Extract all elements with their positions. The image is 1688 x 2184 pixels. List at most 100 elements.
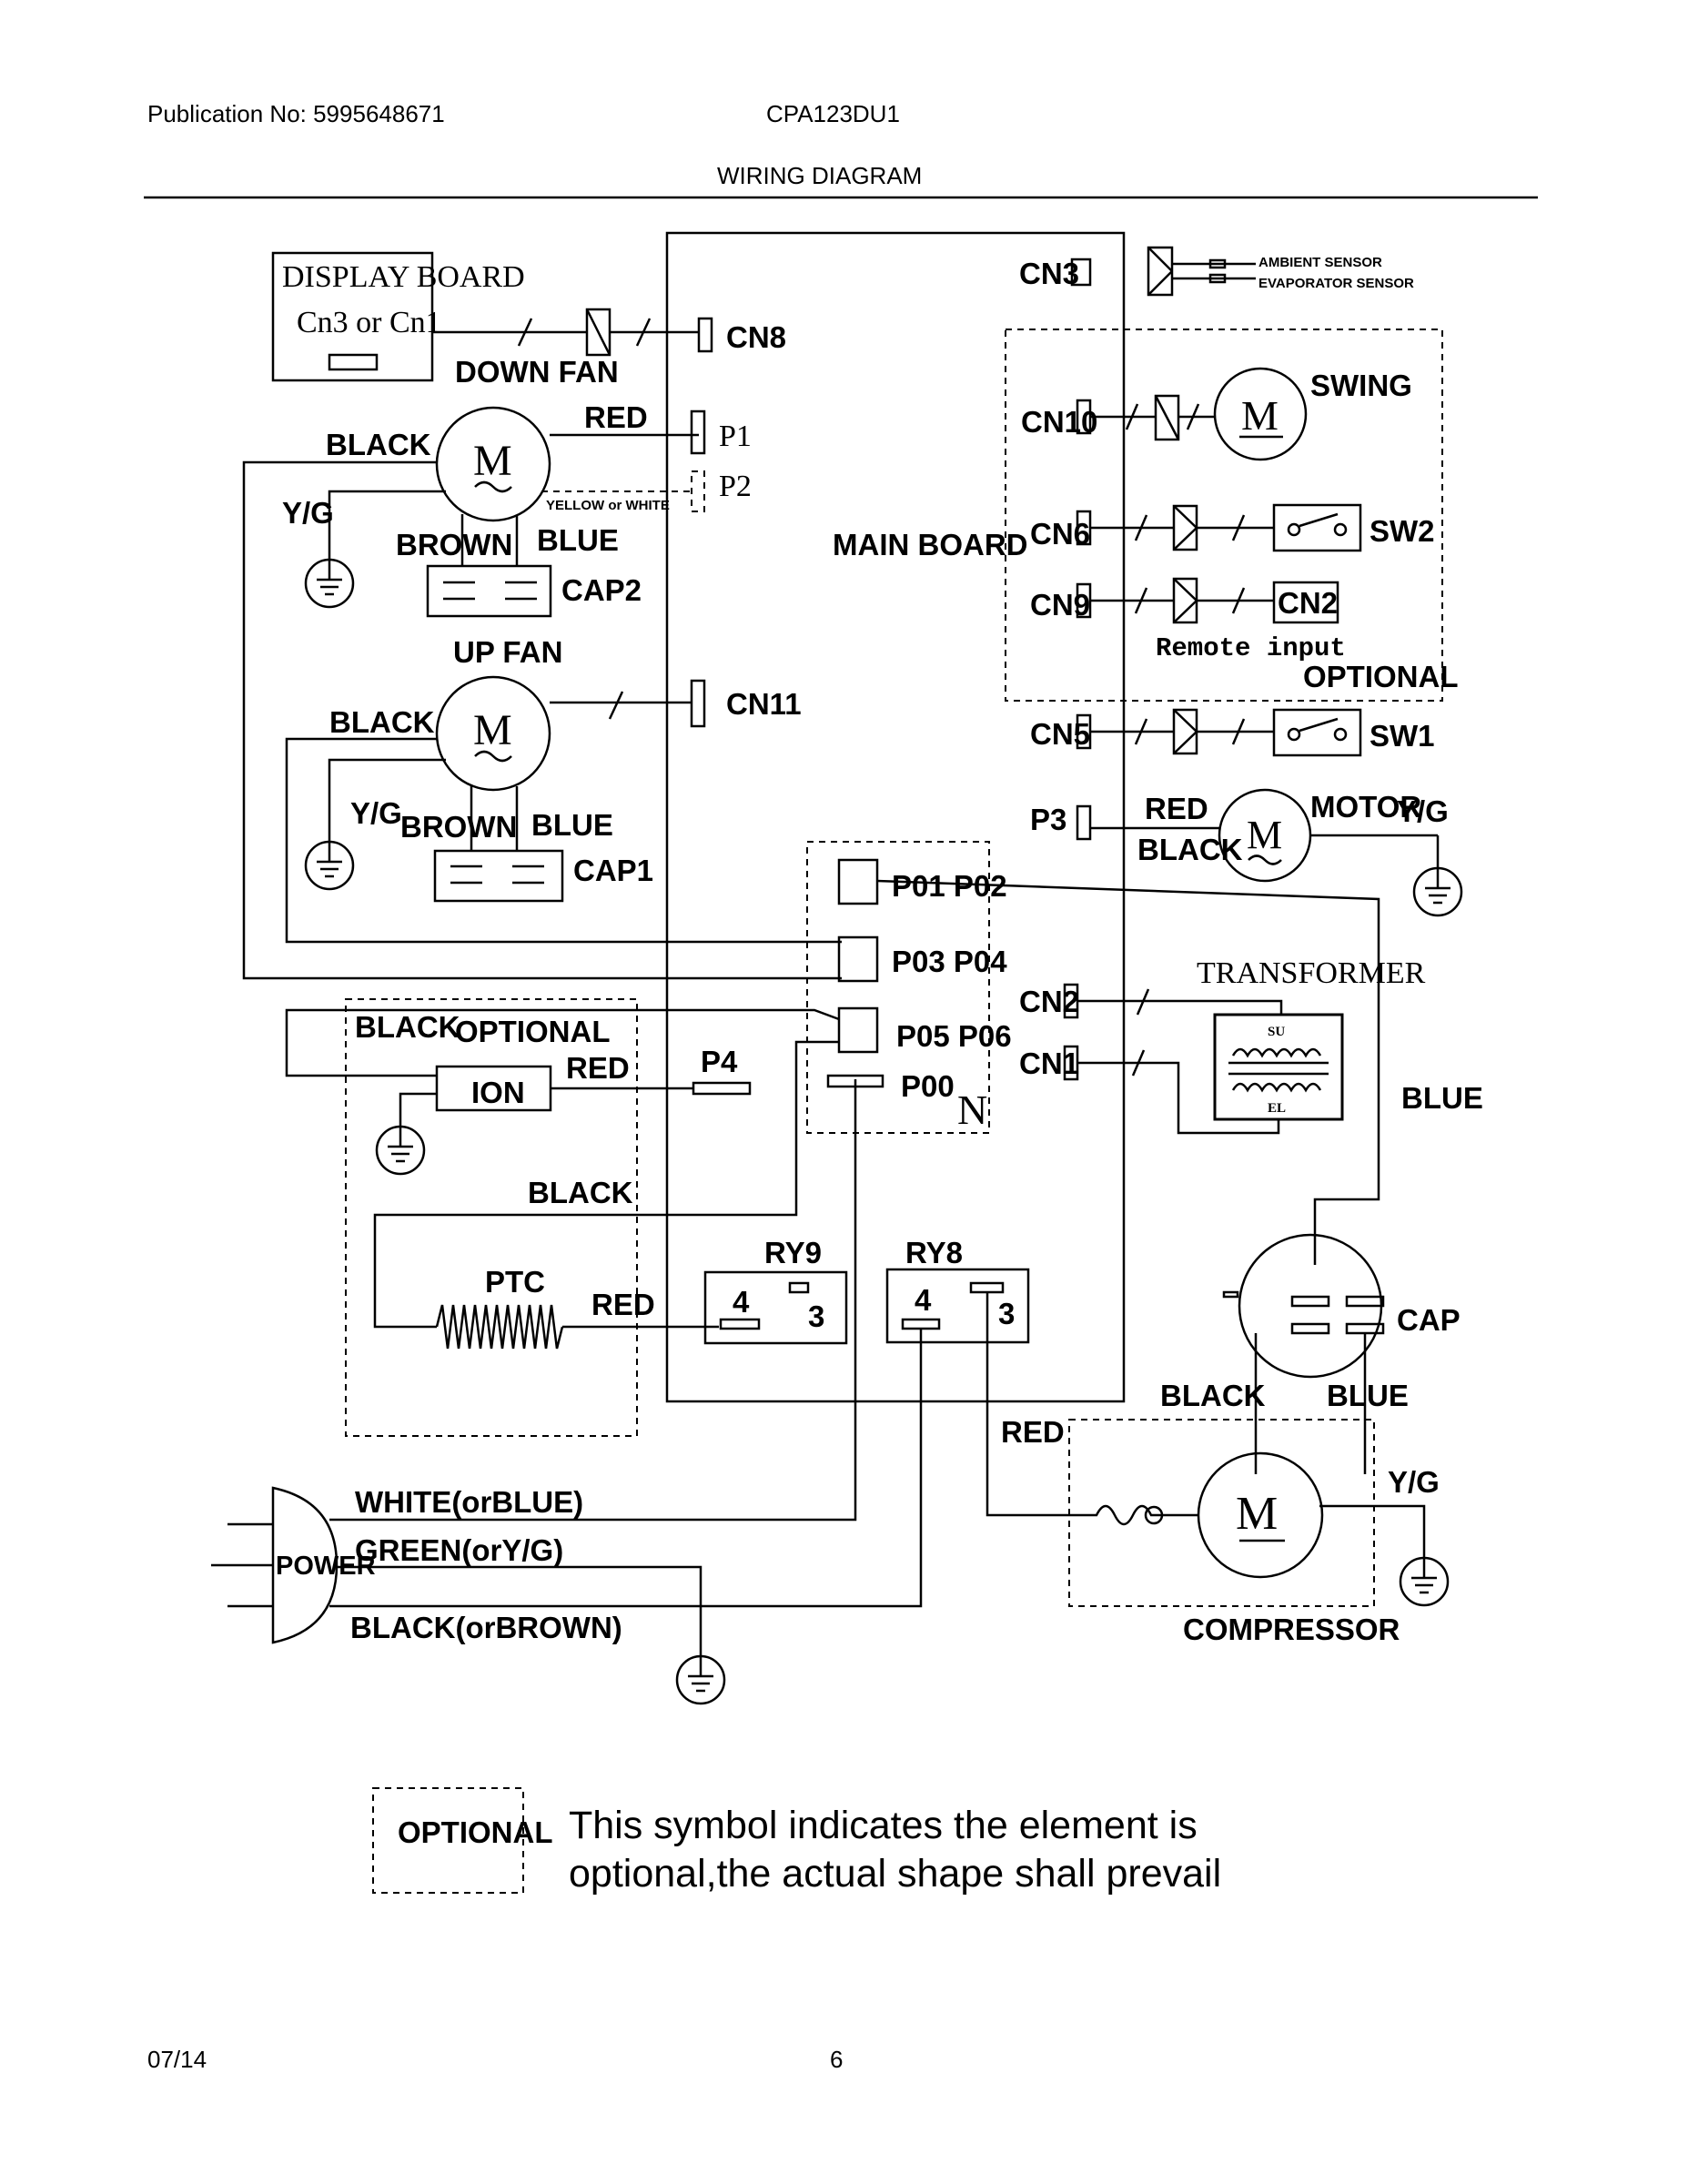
p3-connector: [1076, 804, 1092, 841]
remote-input-label: Remote input: [1156, 633, 1346, 663]
down-fan-motor: [435, 406, 551, 522]
ambient-sensor-label: AMBIENT SENSOR: [1258, 255, 1382, 270]
optional-group-right: [1005, 329, 1443, 702]
p05p06-label: P05 P06: [896, 1019, 1012, 1053]
ry9-relay: [703, 1270, 848, 1345]
transformer-label: TRANSFORMER: [1197, 956, 1426, 990]
up-fan-blue-label: BLUE: [531, 808, 613, 842]
p03p04-connector: [837, 935, 879, 983]
compressor-red-label: RED: [1001, 1415, 1065, 1449]
cn3-connector: [1070, 258, 1092, 287]
motor-red-label: RED: [1145, 792, 1208, 825]
cap-blue-wire-label: BLUE: [1401, 1081, 1483, 1115]
motor-black-label: BLACK: [1137, 833, 1243, 866]
ry9-pin4: 4: [733, 1285, 750, 1319]
black-brown-wire-label: BLACK(orBROWN): [350, 1611, 622, 1644]
compressor-black-label: BLACK: [1160, 1379, 1266, 1412]
ptc-label: PTC: [485, 1265, 545, 1299]
p05p06-connector: [837, 1006, 879, 1054]
p00-label: P00: [901, 1069, 955, 1103]
ion-black-label: BLACK: [355, 1010, 460, 1044]
display-board: [271, 251, 434, 382]
sw2-switch: [1272, 503, 1362, 552]
cap2-capacitor: [426, 564, 552, 618]
footer-page: 6: [830, 2046, 844, 2073]
compressor-label: COMPRESSOR: [1183, 1613, 1400, 1646]
down-fan-brown-label: BROWN: [396, 528, 512, 561]
up-fan-motor: [435, 675, 551, 792]
compressor-group: [1068, 1419, 1375, 1607]
legend-text-line1: This symbol indicates the element is: [569, 1804, 1198, 1847]
neutral-label: N: [957, 1087, 987, 1133]
ry8-pin4: 4: [915, 1283, 932, 1317]
ion-label: ION: [471, 1076, 525, 1109]
p2-label: P2: [719, 470, 752, 503]
cn5-label: CN5: [1030, 717, 1090, 751]
compressor-yg-label: Y/G: [1388, 1465, 1440, 1499]
sw1-label: SW1: [1370, 719, 1435, 753]
down-fan-red-label: RED: [584, 400, 648, 434]
legend-text-line2: optional,the actual shape shall prevail: [569, 1852, 1221, 1896]
ptc-heater: [435, 1304, 564, 1350]
cn11-label: CN11: [726, 687, 802, 721]
p1-connector: [690, 410, 706, 455]
cap1-label: CAP1: [573, 854, 653, 887]
up-fan-brown-label: BROWN: [400, 810, 517, 844]
transformer-su-label: SU: [1268, 1025, 1285, 1039]
optional-right-label: OPTIONAL: [1303, 660, 1459, 693]
swing-motor-symbol: M: [1241, 392, 1279, 439]
white-blue-wire-label: WHITE(orBLUE): [355, 1485, 583, 1519]
cap-label: CAP: [1397, 1303, 1461, 1337]
cn11-connector: [690, 679, 706, 728]
legend-optional-symbol: [372, 1787, 524, 1894]
green-yg-wire-label: GREEN(orY/G): [355, 1533, 563, 1567]
down-fan-black-label: BLACK: [326, 428, 431, 461]
up-fan-motor-symbol: M: [473, 706, 512, 754]
step-motor-symbol: M: [1247, 813, 1282, 857]
sensor-plug: [1147, 246, 1174, 297]
ry9-pin3: 3: [808, 1299, 824, 1333]
p4-label: P4: [701, 1045, 738, 1078]
p2-connector: [691, 470, 705, 512]
up-fan-label: UP FAN: [453, 635, 562, 669]
p3-label: P3: [1030, 803, 1066, 836]
display-board-label: DISPLAY BOARD: [282, 260, 525, 294]
display-board-connector: Cn3 or Cn1: [297, 306, 441, 339]
p03p04-label: P03 P04: [892, 945, 1007, 978]
cn2-remote-label: CN2: [1278, 586, 1338, 620]
p4-connector: [692, 1081, 752, 1096]
ry8-pin3: 3: [998, 1297, 1015, 1330]
cn8-connector: [697, 317, 713, 353]
power-plug: [271, 1486, 339, 1644]
ptc-black-label: BLACK: [528, 1176, 633, 1209]
cn8-label: CN8: [726, 320, 786, 354]
up-fan-black-label: BLACK: [329, 705, 435, 739]
ion-red-label: RED: [566, 1051, 630, 1085]
up-fan-yg-label: Y/G: [350, 796, 402, 830]
down-fan-yg-label: Y/G: [282, 496, 334, 530]
optional-group-left: [345, 998, 638, 1437]
ry8-label: RY8: [905, 1236, 963, 1269]
main-board-label: MAIN BOARD: [833, 528, 1027, 561]
sw2-label: SW2: [1370, 514, 1435, 548]
swing-label: SWING: [1310, 369, 1412, 402]
cap2-label: CAP2: [561, 573, 642, 607]
swing-motor: [1213, 367, 1308, 461]
compressor-blue-label: BLUE: [1327, 1379, 1409, 1412]
cn1-label: CN1: [1019, 1046, 1079, 1080]
cn2-remote-connector: [1272, 581, 1339, 624]
compressor-motor-symbol: M: [1236, 1488, 1278, 1540]
model-number: CPA123DU1: [766, 100, 900, 127]
overload-protector: [1069, 1504, 1198, 1526]
optional-left-label: OPTIONAL: [455, 1015, 611, 1048]
yellow-white-label: YELLOW or WHITE: [546, 498, 670, 513]
motor-label: MOTOR: [1310, 790, 1421, 824]
motor-yg-label: Y/G: [1397, 794, 1449, 828]
down-fan-label: DOWN FAN: [455, 355, 619, 389]
p01p02-connector: [837, 858, 879, 905]
cn3-label: CN3: [1019, 257, 1079, 290]
sw1-switch: [1272, 708, 1362, 757]
cap1-capacitor: [433, 849, 564, 903]
